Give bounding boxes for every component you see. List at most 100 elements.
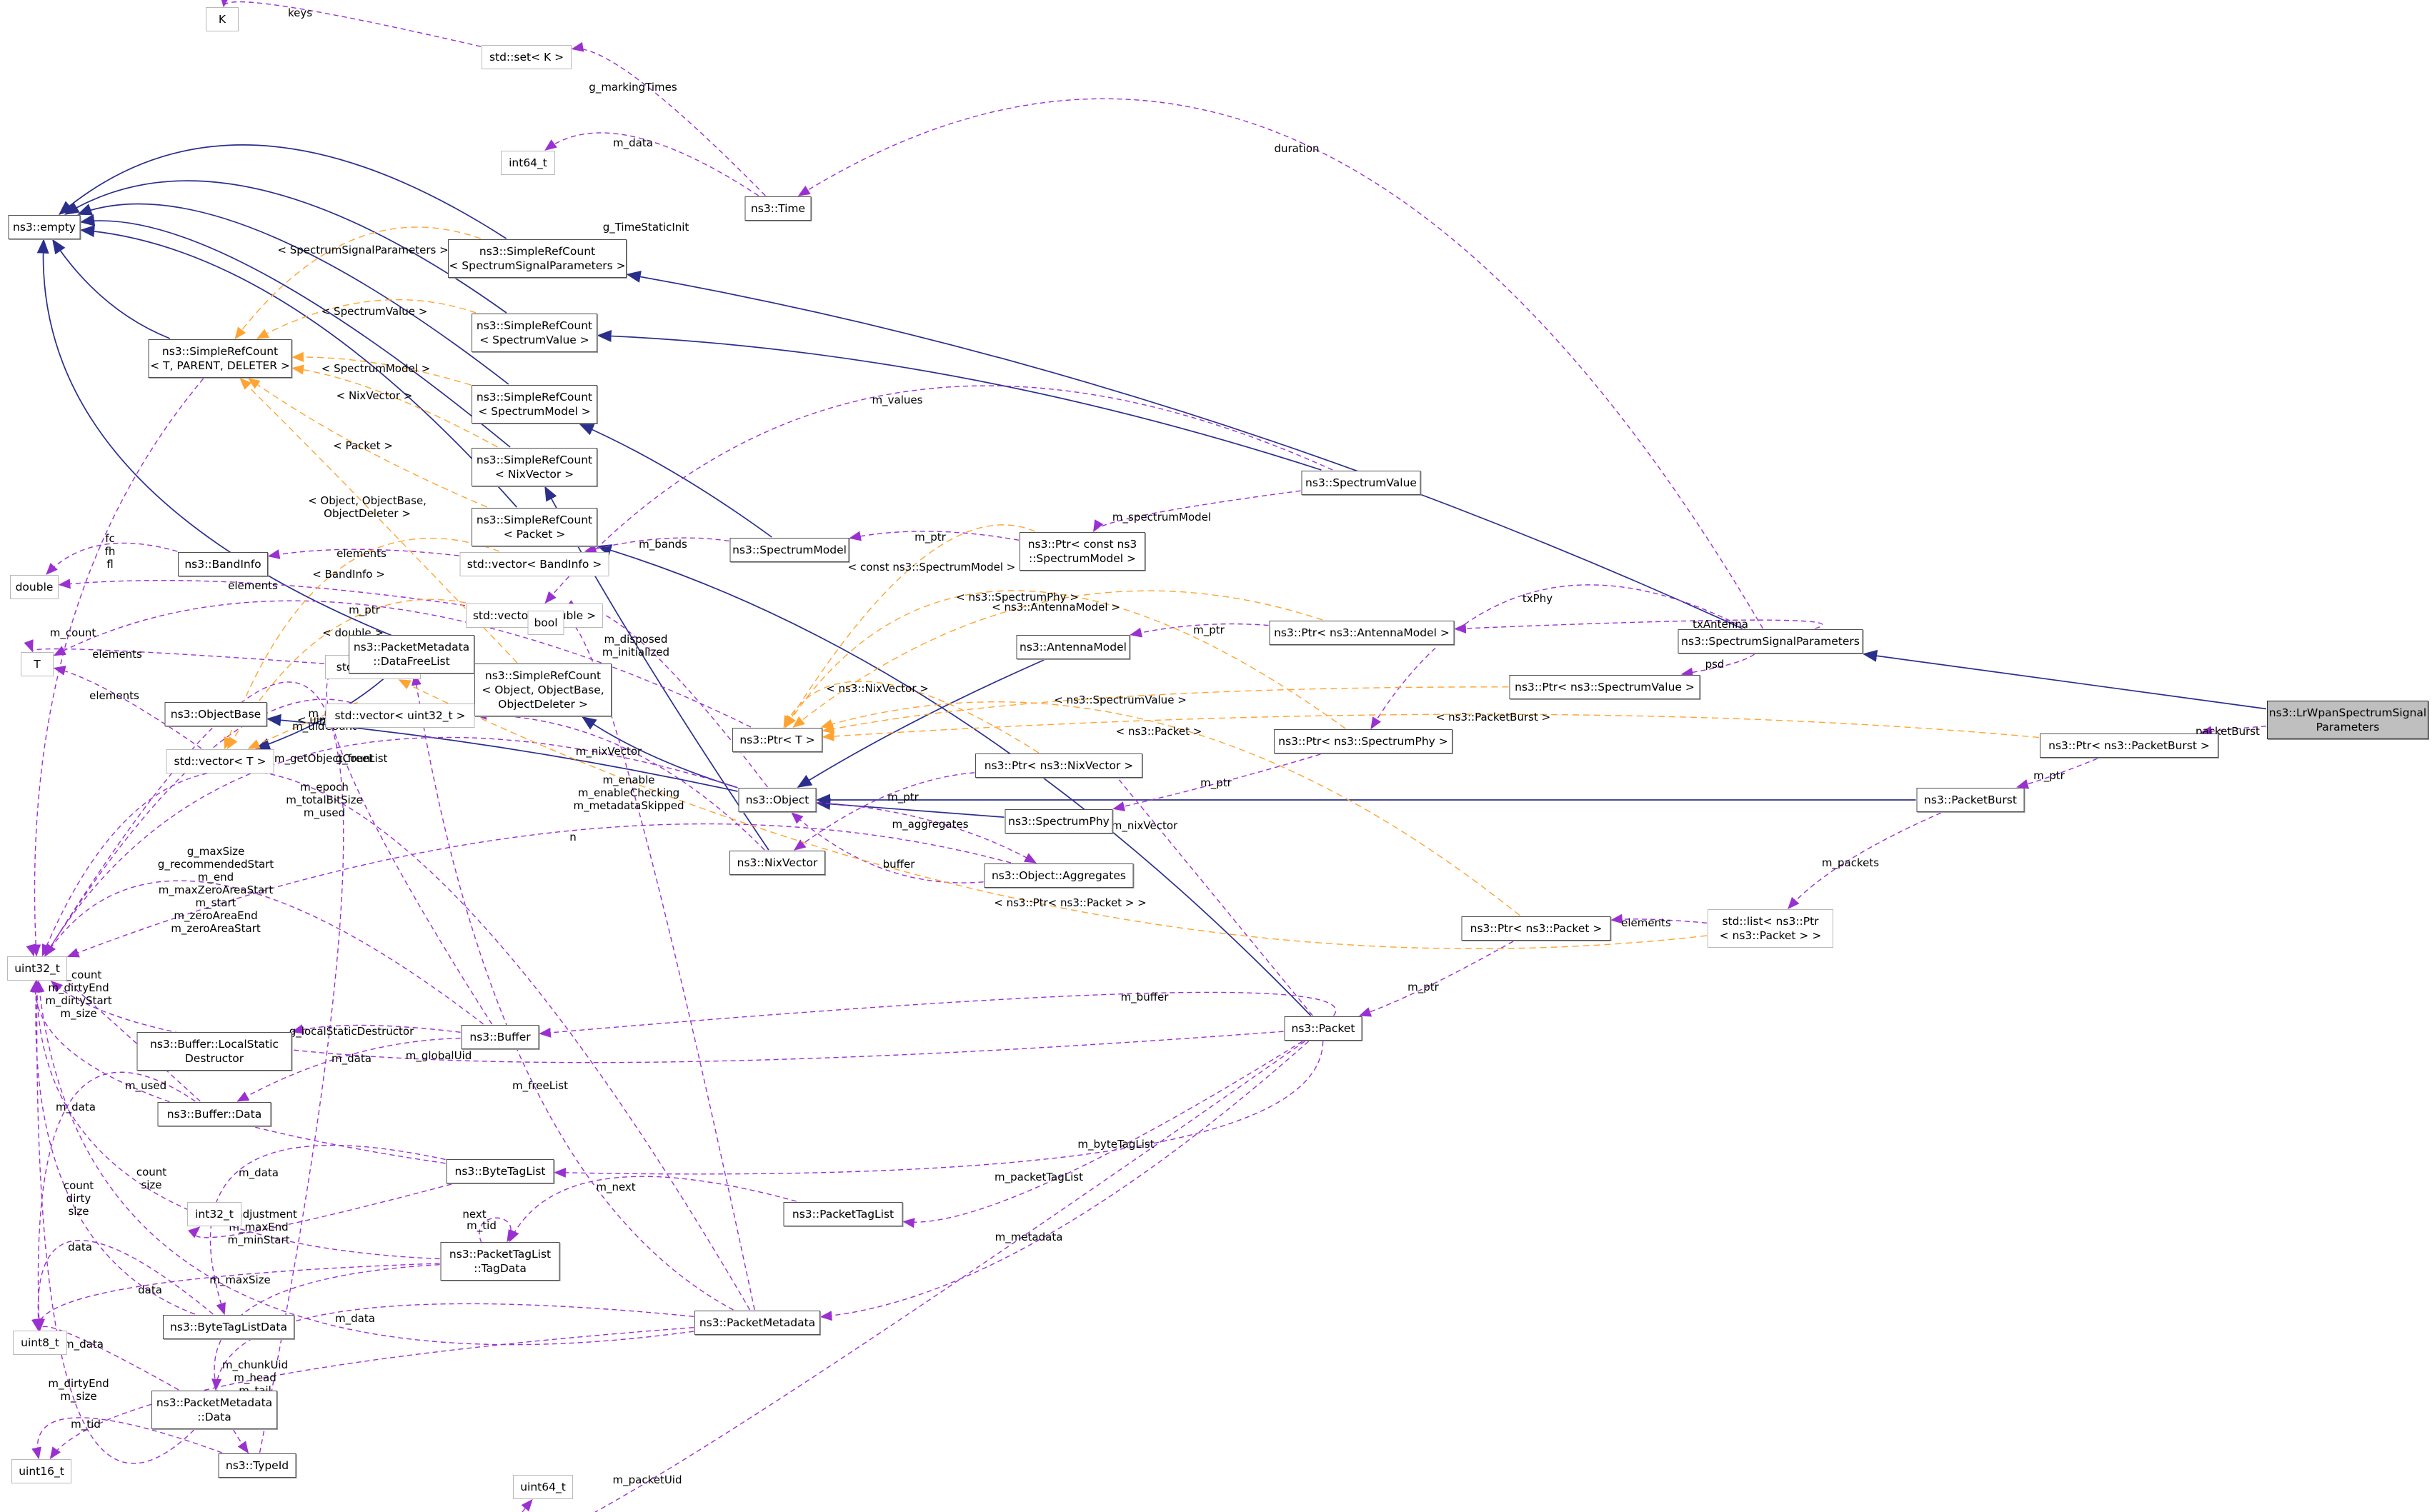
- node-pm[interactable]: ns3::PacketMetadata: [694, 1311, 820, 1335]
- node-object[interactable]: ns3::Object: [738, 788, 817, 812]
- node-srcssp[interactable]: ns3::SimpleRefCount< SpectrumSignalParam…: [448, 239, 627, 278]
- node-label: ns3::Buffer::LocalStatic: [150, 1038, 279, 1051]
- node-uint16[interactable]: uint16_t: [11, 1459, 71, 1483]
- node-label: ns3::PacketMetadata: [156, 1396, 273, 1409]
- node-ptrpb[interactable]: ns3::Ptr< ns3::PacketBurst >: [2040, 734, 2218, 758]
- edge-setk-k: [219, 0, 482, 47]
- edge-vecu32-vect: [247, 702, 358, 749]
- edge-pm-uint16: [49, 1326, 694, 1460]
- node-am[interactable]: ns3::AntennaModel: [1016, 635, 1130, 659]
- node-t[interactable]: T: [21, 652, 54, 676]
- node-agg[interactable]: ns3::Object::Aggregates: [984, 863, 1134, 888]
- node-label: double: [15, 581, 54, 594]
- node-ptrsv[interactable]: ns3::Ptr< ns3::SpectrumValue >: [1509, 675, 1700, 699]
- edge-time-int64: [544, 132, 759, 196]
- node-pkt[interactable]: ns3::Packet: [1284, 1016, 1362, 1041]
- node-label: ns3::SimpleRefCount: [476, 319, 593, 332]
- node-label: ns3::SimpleRefCount: [484, 669, 602, 682]
- node-label: ns3::NixVector: [737, 856, 818, 869]
- node-srcsm[interactable]: ns3::SimpleRefCount< SpectrumModel >: [472, 385, 597, 424]
- node-label: K: [218, 13, 226, 26]
- node-ptrsphy[interactable]: ns3::Ptr< ns3::SpectrumPhy >: [1274, 729, 1452, 754]
- edge-tagdata-uint8: [31, 1263, 440, 1331]
- node-empty[interactable]: ns3::empty: [8, 215, 81, 239]
- node-bool[interactable]: bool: [527, 611, 564, 635]
- node-listpp[interactable]: std::list< ns3::Ptr< ns3::Packet > >: [1708, 909, 1833, 948]
- node-int32[interactable]: int32_t: [187, 1202, 241, 1226]
- edge-sv-vecdbl: [544, 385, 1333, 604]
- node-sm[interactable]: ns3::SpectrumModel: [729, 538, 849, 562]
- edge-sv-ptrcsm: [1093, 490, 1301, 533]
- node-srcnix[interactable]: ns3::SimpleRefCount< NixVector >: [472, 448, 597, 486]
- node-time[interactable]: ns3::Time: [744, 196, 812, 221]
- node-objbase[interactable]: ns3::ObjectBase: [164, 702, 267, 726]
- node-int64[interactable]: int64_t: [501, 151, 555, 175]
- node-label: < ns3::Packet > >: [1719, 929, 1822, 942]
- node-label: ns3::Ptr< ns3::SpectrumPhy >: [1278, 735, 1448, 748]
- node-ptrcsm[interactable]: ns3::Ptr< const ns3::SpectrumModel >: [1020, 532, 1145, 571]
- node-pb[interactable]: ns3::PacketBurst: [1916, 788, 2025, 812]
- edge-ssp-srcssp: [626, 271, 1743, 629]
- edge-ptrsphy-ptrt: [784, 590, 1346, 729]
- node-srcobj[interactable]: ns3::SimpleRefCount< Object, ObjectBase,…: [474, 664, 612, 716]
- edge-srcsm-srctpd: [291, 351, 472, 386]
- node-sv[interactable]: ns3::SpectrumValue: [1301, 471, 1421, 495]
- node-label: ns3::empty: [13, 221, 76, 234]
- node-label: ns3::Ptr< ns3::AntennaModel >: [1274, 626, 1450, 639]
- node-sphy[interactable]: ns3::SpectrumPhy: [1005, 809, 1113, 833]
- node-label: std::set< K >: [489, 51, 564, 64]
- node-pmd[interactable]: ns3::PacketMetadata::Data: [151, 1391, 277, 1429]
- node-ptl[interactable]: ns3::PacketTagList: [783, 1202, 903, 1226]
- node-srcsv[interactable]: ns3::SimpleRefCount< SpectrumValue >: [472, 314, 597, 352]
- edge-pm-uint32: [34, 980, 694, 1346]
- node-label: uint64_t: [520, 1481, 566, 1493]
- node-label: std::list< ns3::Ptr: [1722, 915, 1819, 928]
- node-btld[interactable]: ns3::ByteTagListData: [163, 1315, 294, 1339]
- node-dbl[interactable]: double: [10, 575, 59, 599]
- edge-ptram-ptrt: [792, 590, 1323, 728]
- node-label: ns3::PacketTagList: [449, 1248, 552, 1261]
- node-datafree[interactable]: ns3::PacketMetadata::DataFreeList: [349, 635, 474, 674]
- node-bufdata[interactable]: ns3::Buffer::Data: [157, 1102, 271, 1126]
- node-tid[interactable]: ns3::TypeId: [218, 1453, 296, 1478]
- edge-vecdbl-dbl: [58, 579, 466, 606]
- edge-srcssp-srctpd: [234, 226, 481, 340]
- node-buf[interactable]: ns3::Buffer: [461, 1025, 539, 1049]
- node-btl[interactable]: ns3::ByteTagList: [446, 1159, 554, 1183]
- node-ptrnix[interactable]: ns3::Ptr< ns3::NixVector >: [975, 754, 1142, 778]
- edge-vect-t: [53, 666, 202, 749]
- node-tagdata[interactable]: ns3::PacketTagList::TagData: [440, 1242, 560, 1281]
- node-srcpkt[interactable]: ns3::SimpleRefCount< Packet >: [472, 508, 597, 546]
- edge-ptrpkt-ptrt: [820, 701, 1520, 916]
- node-label: T: [34, 658, 41, 671]
- edge-ptrnix-ptrt: [783, 681, 1040, 754]
- node-ptram[interactable]: ns3::Ptr< ns3::AntennaModel >: [1269, 621, 1455, 645]
- node-bandinfo[interactable]: ns3::BandInfo: [178, 552, 268, 576]
- node-srctpd[interactable]: ns3::SimpleRefCount< T, PARENT, DELETER …: [148, 339, 292, 378]
- node-vect[interactable]: std::vector< T >: [166, 749, 274, 773]
- node-setk[interactable]: std::set< K >: [482, 45, 572, 69]
- node-vecbi[interactable]: std::vector< BandInfo >: [459, 552, 609, 576]
- edge-ptrcsm-sm: [849, 531, 1020, 541]
- node-uint32[interactable]: uint32_t: [7, 956, 67, 981]
- node-label: uint16_t: [19, 1465, 64, 1478]
- edge-btl-uint32: [29, 980, 446, 1164]
- node-uint64[interactable]: uint64_t: [513, 1475, 573, 1499]
- node-label: Destructor: [184, 1052, 244, 1065]
- node-ptrpkt[interactable]: ns3::Ptr< ns3::Packet >: [1461, 916, 1611, 941]
- node-label: ns3::Buffer: [469, 1031, 531, 1043]
- node-ssp[interactable]: ns3::SpectrumSignalParameters: [1678, 629, 1863, 654]
- node-vecu32[interactable]: std::vector< uint32_t >: [325, 704, 475, 728]
- node-label: ns3::Time: [750, 202, 806, 215]
- node-uint8[interactable]: uint8_t: [13, 1331, 67, 1355]
- edge-sm-srcsm: [579, 424, 772, 538]
- node-k[interactable]: K: [206, 7, 239, 31]
- node-label: bool: [534, 616, 558, 629]
- node-nixvec[interactable]: ns3::NixVector: [729, 851, 825, 875]
- edge-ptrcsm-ptrt: [784, 524, 1035, 729]
- edge-agg-uint32: [66, 823, 1012, 958]
- node-ptrt[interactable]: ns3::Ptr< T >: [732, 728, 822, 752]
- edge-sm-vecbi: [584, 537, 729, 554]
